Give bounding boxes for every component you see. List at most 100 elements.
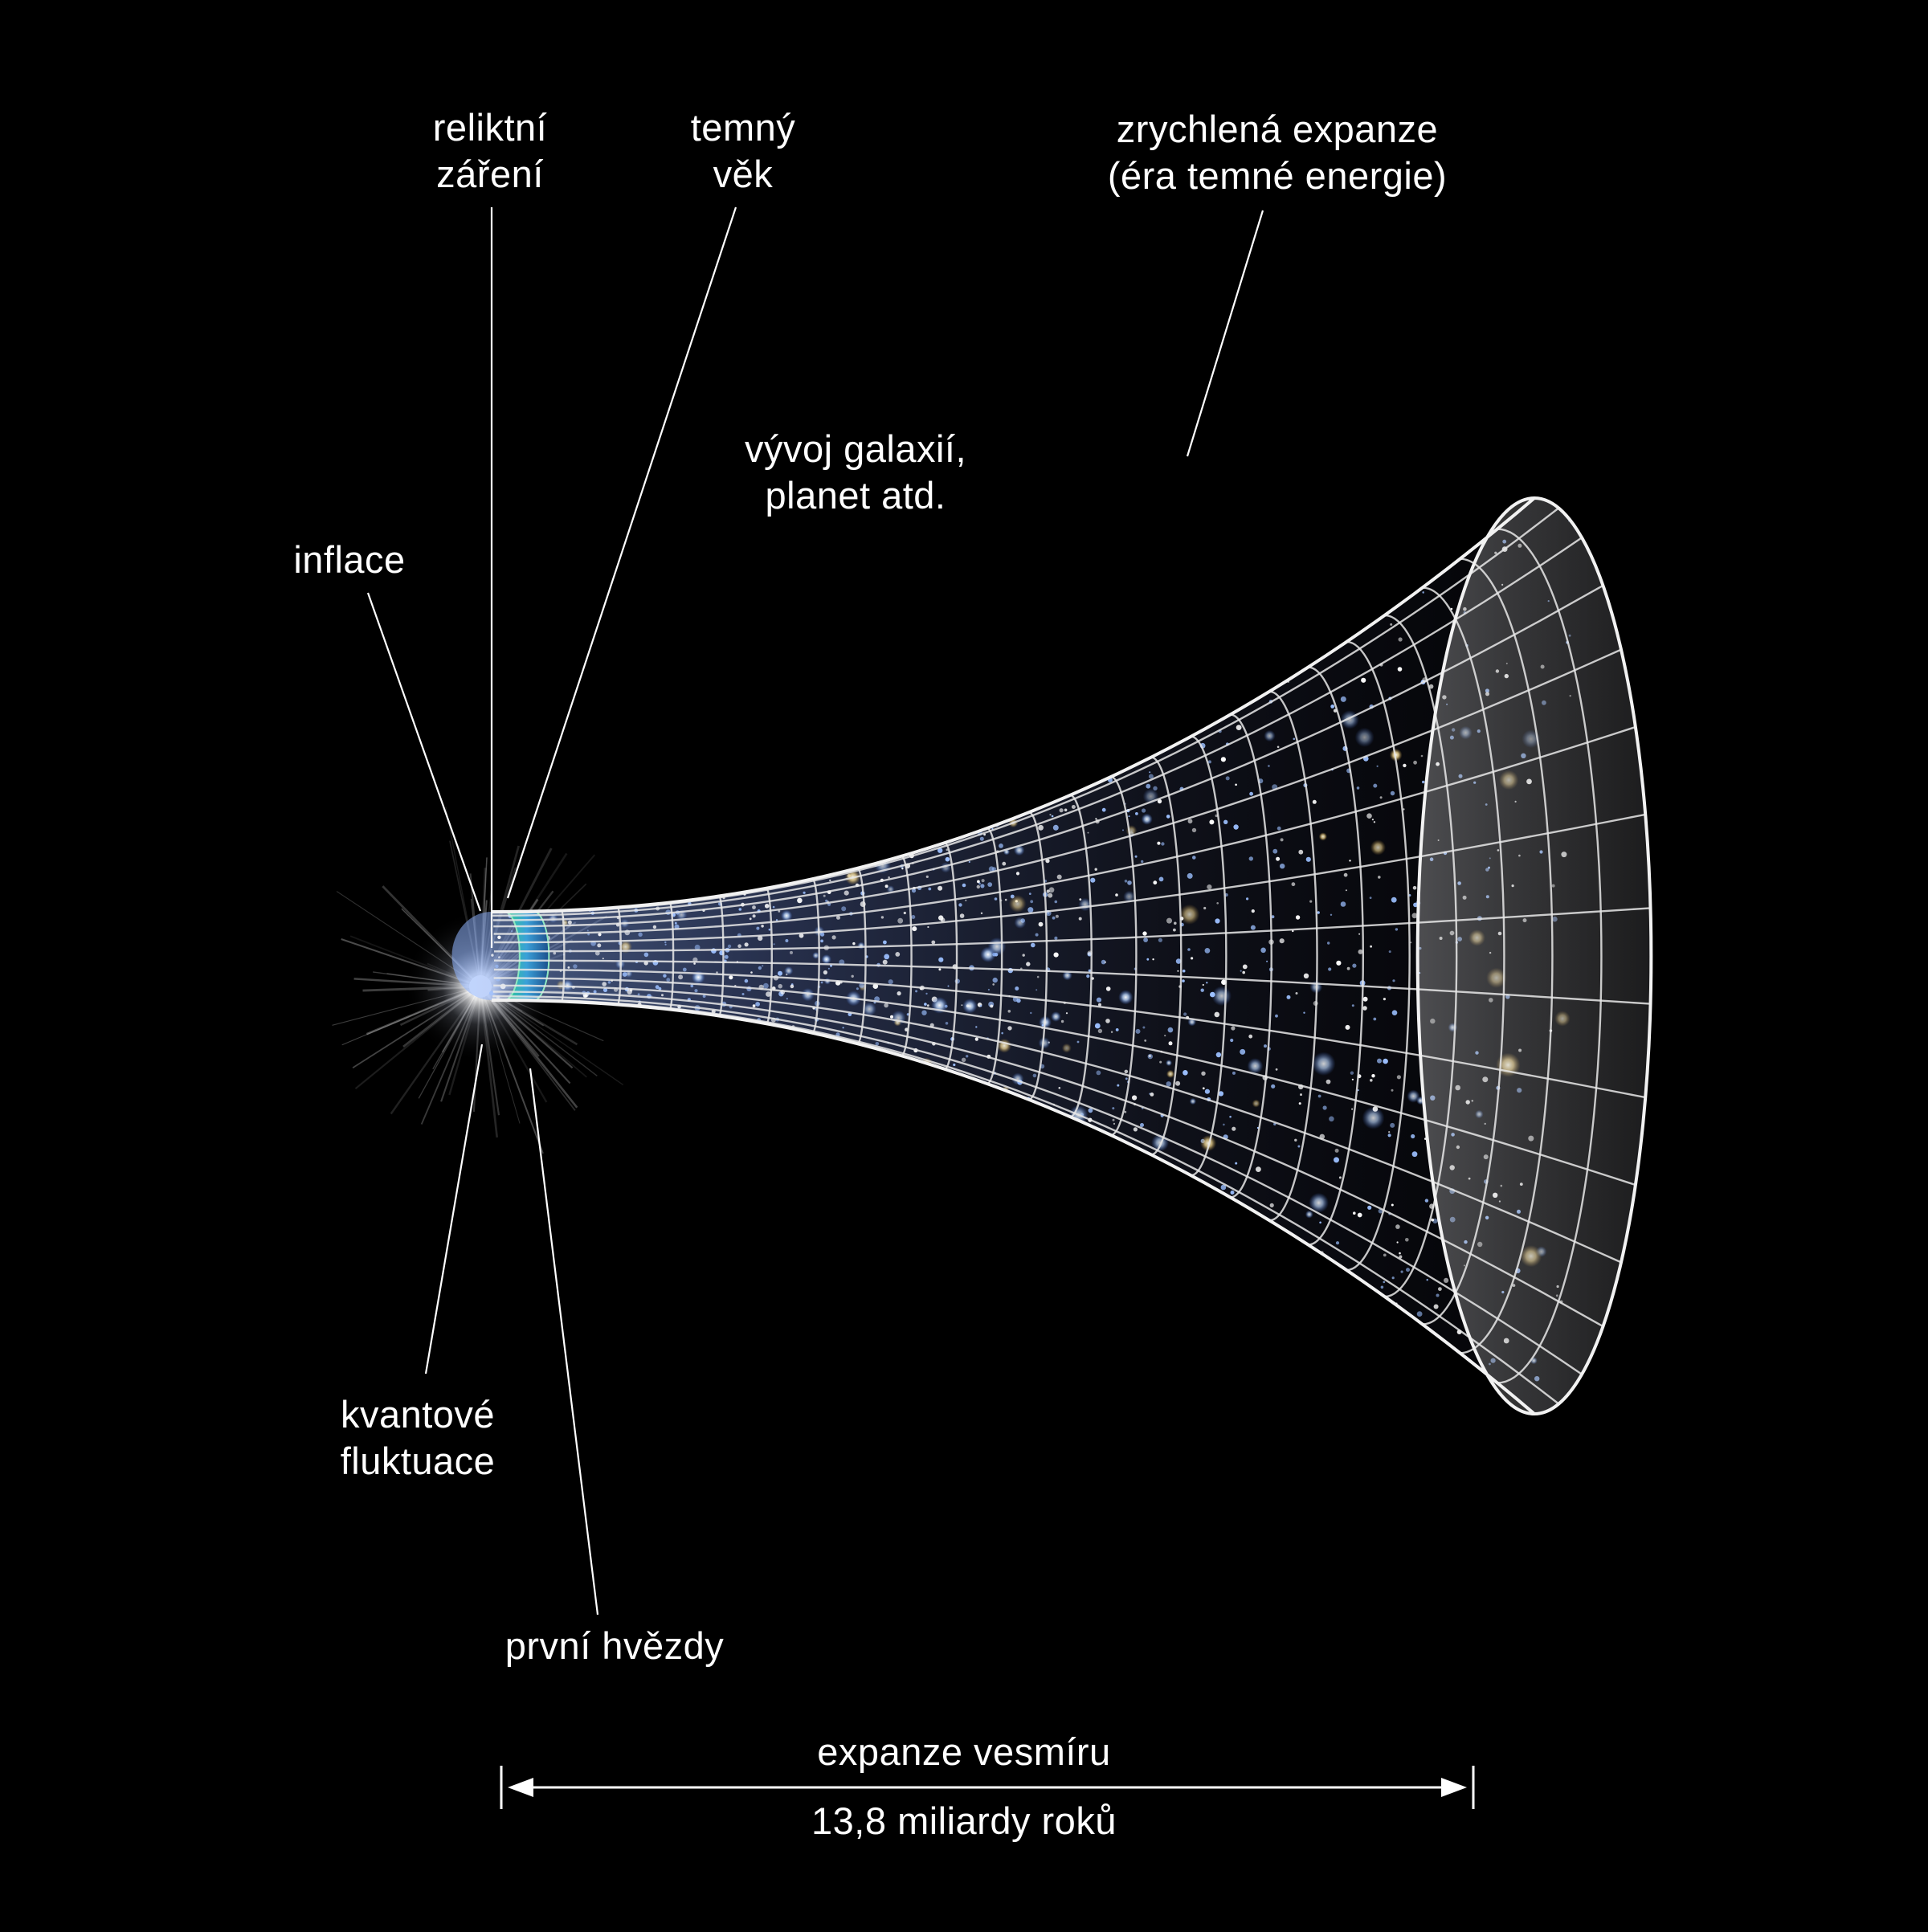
star [884,1003,888,1008]
star [911,888,917,893]
star [1071,805,1076,809]
star [1065,1012,1068,1015]
star [758,935,763,941]
star [727,944,732,949]
star [851,974,854,978]
label-relict-line1: reliktní [432,106,548,149]
star [1076,1040,1080,1044]
star [958,903,962,907]
star [1101,959,1106,965]
star [1376,765,1379,767]
star [1140,1123,1144,1127]
star [897,991,901,996]
star [1249,791,1253,796]
star [1142,1026,1146,1029]
star [1210,991,1215,998]
star [1431,1218,1435,1222]
star [1292,929,1294,933]
star [1095,818,1097,820]
star [938,957,944,962]
star [1192,856,1196,860]
star [842,1027,844,1029]
galaxy [1051,1011,1061,1022]
label-galaxies-line2: planet atd. [765,474,946,517]
star [981,879,985,883]
star [825,899,828,902]
star [962,883,966,888]
star [597,943,602,948]
galaxy [997,1038,1011,1053]
star [694,989,698,993]
label-quantum-line2: fluktuace [340,1440,496,1482]
star [593,990,597,994]
star [567,920,572,925]
star [1158,876,1164,882]
star [823,970,827,975]
star [1372,1106,1379,1112]
star [1060,1019,1064,1023]
star [976,884,981,889]
star [1309,900,1313,903]
star [856,987,859,991]
star [1276,745,1280,749]
star [1031,942,1035,948]
grid-ring [1460,558,1554,1354]
star [979,1004,982,1007]
star [1334,1148,1339,1153]
star [931,940,936,945]
star [764,904,770,909]
label-dark-age-line1: temný [690,106,796,149]
star [1209,819,1215,825]
star [1168,1041,1173,1046]
star [926,1004,929,1007]
star [1413,760,1417,765]
star [937,885,943,891]
label-quantum-line1: kvantové [340,1393,496,1436]
label-relict-line2: záření [436,153,544,195]
star [966,1004,970,1007]
star [1096,1070,1101,1076]
star [1128,815,1130,818]
star [990,1004,994,1008]
star [1054,900,1058,904]
star [1256,1166,1261,1172]
star [1215,918,1220,924]
star [1370,1079,1373,1082]
star [979,836,984,841]
star [1007,1026,1012,1031]
star [602,982,607,986]
star [1322,1105,1327,1110]
star [1335,1241,1340,1245]
star [1399,1255,1403,1259]
star [1230,1038,1234,1043]
star [912,926,917,932]
star [1216,902,1219,905]
star [799,933,804,938]
star [716,971,718,974]
star [1424,1199,1429,1203]
grid-ring [1269,690,1318,1222]
star [987,882,993,887]
star [888,876,890,879]
galaxy [862,1002,876,1016]
callout-line-accelerated [1186,210,1264,457]
star [1046,889,1050,893]
star [1345,889,1347,892]
star [1334,1157,1339,1163]
star [1202,1087,1205,1090]
star [1148,774,1154,779]
star [786,998,788,1000]
star [553,951,557,955]
star [1250,925,1256,930]
grid-ring [1308,666,1365,1246]
star [1030,900,1034,904]
callout-line-dark-age [506,206,737,899]
star [737,944,741,948]
galaxy [1141,813,1153,825]
star [1235,1162,1238,1165]
star [778,983,782,989]
star [1015,986,1019,991]
star [1142,808,1146,813]
star [1398,637,1403,642]
star [1264,1044,1267,1048]
